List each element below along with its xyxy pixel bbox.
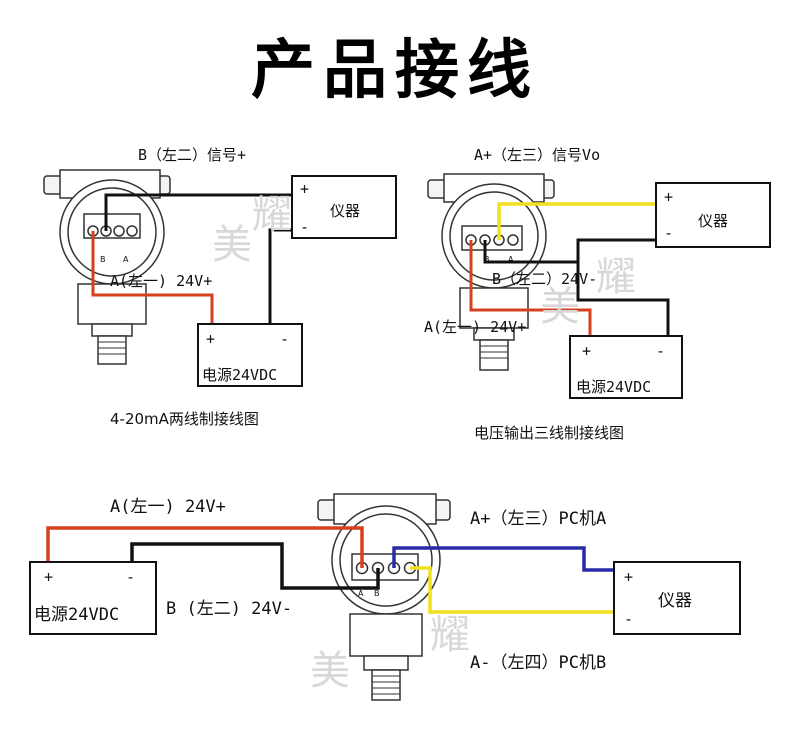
d1-transmitter: B A [43, 169, 171, 365]
d3-power-label: 电源24VDC [34, 605, 119, 625]
watermark-char-6: 耀 [430, 612, 470, 658]
d3-yellow-wire-pcb [410, 566, 614, 614]
d2-black-wire-power [576, 262, 670, 336]
d1-instrument-label: 仪器 [330, 202, 360, 220]
d2-label-top: A+（左三）信号Vo [474, 146, 600, 164]
d1-instrument-minus: - [300, 218, 309, 236]
watermark-char-1: 美 [212, 222, 252, 268]
watermark-char-4: 耀 [596, 254, 636, 300]
d3-term-b: B [374, 589, 380, 598]
d1-instrument-plus: + [300, 180, 309, 198]
d2-instrument-label: 仪器 [698, 212, 728, 230]
d2-red-wire-power [469, 240, 592, 336]
d3-power-box [29, 561, 157, 635]
d3-instrument-box [613, 561, 741, 635]
d3-label-pcb: A-（左四）PC机B [470, 653, 606, 673]
d1-power-box [197, 323, 303, 387]
watermark-char-2: 耀 [252, 192, 292, 238]
d1-red-wire-power [91, 231, 214, 325]
d3-black-wire-power [130, 542, 380, 590]
rs485-diagram: A(左一) 24V+ A+（左三）PC机A A B [29, 493, 741, 701]
d1-caption: 4-20mA两线制接线图 [110, 410, 259, 428]
d1-black-wire-return [268, 228, 295, 325]
two-wire-diagram: B（左二）信号+ B A + - [43, 146, 397, 428]
three-wire-diagram: A+（左三）信号Vo B A + - [424, 146, 771, 442]
page-title: 产品接线 [251, 34, 539, 108]
d1-black-wire-signal [104, 193, 295, 231]
d2-power-box [569, 335, 683, 399]
d1-power-label: 电源24VDC [202, 366, 277, 384]
d3-instrument-plus: + [624, 568, 633, 586]
d2-power-plus: + [582, 342, 591, 360]
d2-power-label: 电源24VDC [576, 378, 651, 396]
d3-instrument-label: 仪器 [658, 591, 692, 611]
d2-caption: 电压输出三线制接线图 [474, 424, 624, 442]
watermark-char-5: 美 [310, 648, 350, 694]
watermark-char-3: 美 [540, 284, 580, 330]
d2-label-a: A(左一) 24V+ [424, 318, 526, 336]
d1-term-a: A [123, 255, 129, 264]
d2-instrument-minus: - [664, 224, 673, 242]
d1-label-b: B（左二）信号+ [138, 146, 246, 164]
d1-power-minus: - [280, 330, 289, 348]
d1-label-a: A(左一) 24V+ [110, 272, 212, 290]
d1-term-b: B [100, 255, 106, 264]
d2-power-minus: - [656, 342, 665, 360]
d3-power-plus: + [44, 568, 53, 586]
d3-blue-wire-pca [392, 546, 614, 572]
d2-instrument-box [655, 182, 771, 248]
d3-power-minus: - [126, 568, 135, 586]
d3-label-b: B (左二) 24V- [166, 599, 292, 619]
d1-instrument-box [291, 175, 397, 239]
d2-yellow-wire-signal [497, 202, 658, 240]
d1-power-plus: + [206, 330, 215, 348]
d3-label-a: A(左一) 24V+ [110, 497, 226, 517]
d2-term-a: A [508, 255, 514, 264]
d2-term-b: B [484, 255, 490, 264]
d3-red-wire-power [46, 526, 364, 568]
d2-instrument-plus: + [664, 188, 673, 206]
d3-label-pca: A+（左三）PC机A [470, 509, 606, 529]
d2-label-b: B（左二）24V- [492, 270, 597, 288]
d3-term-a: A [358, 589, 364, 598]
d3-instrument-minus: - [624, 610, 633, 628]
